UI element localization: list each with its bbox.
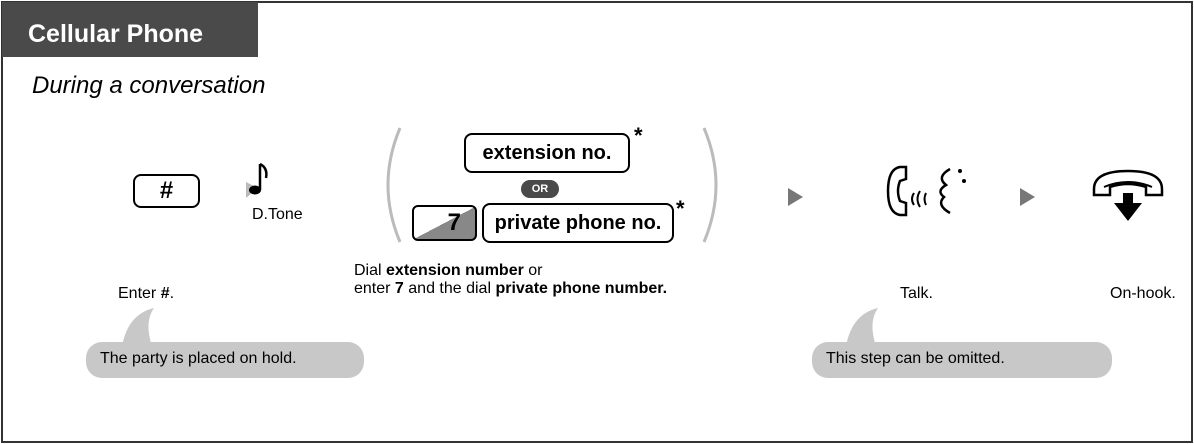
caption-bold: extension number bbox=[386, 262, 524, 279]
dial-caption-line-1: Dial extension number or bbox=[354, 262, 667, 280]
caption-text: enter bbox=[354, 280, 395, 297]
section-header: Cellular Phone bbox=[2, 2, 258, 57]
arrow-right-icon bbox=[788, 188, 803, 206]
bubble-tail bbox=[122, 308, 154, 346]
talk-icon bbox=[886, 165, 966, 217]
asterisk-mark: * bbox=[634, 123, 643, 148]
caption-text: Enter bbox=[118, 285, 161, 302]
dtone-label: D.Tone bbox=[252, 206, 303, 223]
caption-text: . bbox=[169, 285, 175, 302]
dial-caption-line-2: enter 7 and the dial private phone numbe… bbox=[354, 280, 667, 298]
talk-caption: Talk. bbox=[900, 285, 933, 302]
left-parenthesis bbox=[386, 127, 402, 243]
arrow-right-icon bbox=[1020, 188, 1035, 206]
extension-no-box: extension no. bbox=[464, 133, 630, 173]
subtitle: During a conversation bbox=[32, 72, 266, 99]
caption-bold: private phone number. bbox=[495, 280, 668, 297]
on-hook-icon bbox=[1092, 169, 1164, 221]
caption-bold: 7 bbox=[394, 280, 404, 297]
dial-caption: Dial extension number or enter 7 and the… bbox=[354, 262, 667, 298]
right-parenthesis bbox=[702, 127, 718, 243]
omit-note-bubble: This step can be omitted. bbox=[812, 342, 1112, 378]
asterisk-mark: * bbox=[676, 196, 685, 221]
caption-text: Dial bbox=[354, 262, 387, 279]
private-phone-no-box: private phone no. bbox=[482, 203, 674, 243]
seven-key-label: 7 bbox=[447, 209, 461, 236]
onhook-caption: On-hook. bbox=[1110, 285, 1176, 302]
seven-key: 7 bbox=[412, 205, 477, 241]
hold-note-bubble: The party is placed on hold. bbox=[86, 342, 364, 378]
hash-key: # bbox=[133, 174, 200, 208]
caption-bold: # bbox=[160, 285, 170, 302]
or-badge: OR bbox=[521, 180, 559, 198]
music-note-icon bbox=[246, 162, 268, 198]
caption-text: and the dial bbox=[403, 280, 496, 297]
enter-hash-caption: Enter #. bbox=[118, 285, 174, 303]
caption-text: or bbox=[523, 262, 543, 279]
bubble-tail bbox=[846, 308, 878, 346]
